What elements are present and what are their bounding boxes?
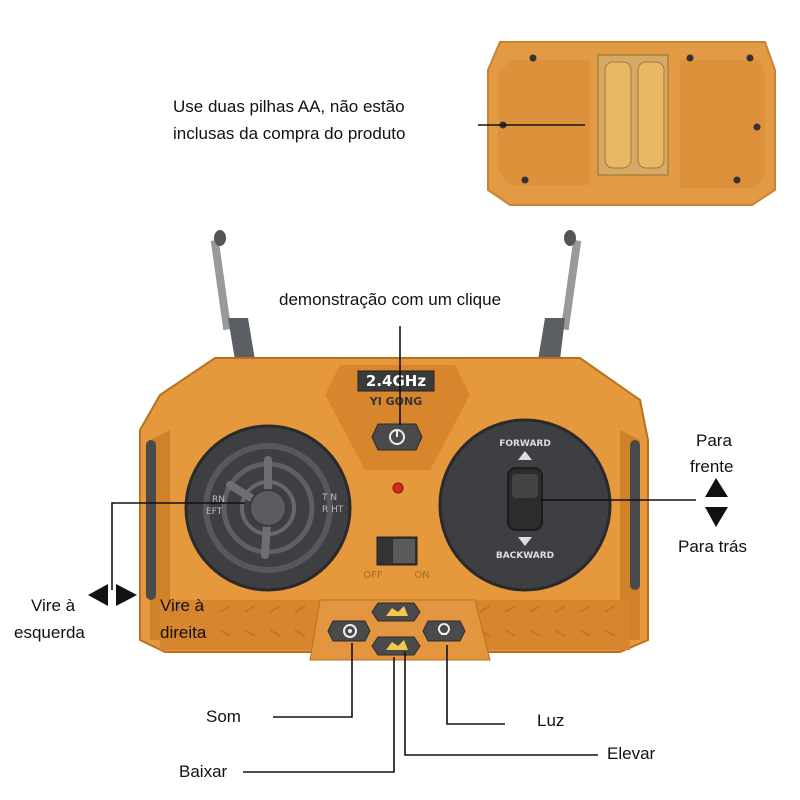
battery-note-line2: inclusas da compra do produto: [173, 124, 406, 143]
svg-text:R HT: R HT: [322, 505, 344, 515]
sound-callout: Som: [206, 707, 241, 726]
left-callout-line1: Vire à: [31, 596, 76, 615]
light-callout: Luz: [537, 711, 565, 730]
raise-button[interactable]: [371, 602, 421, 622]
lower-callout: Baixar: [179, 762, 228, 781]
throttle-stick[interactable]: FORWARD BACKWARD: [438, 418, 612, 592]
forward-arrow-icon: [518, 451, 532, 460]
antennas: [210, 230, 582, 360]
forward-label: FORWARD: [499, 439, 551, 449]
right-arrow-icon: [116, 584, 137, 606]
leader-lines: [111, 124, 696, 773]
right-callout-line2: direita: [160, 623, 207, 642]
lower-button[interactable]: [371, 636, 421, 656]
steering-stick[interactable]: RN EFT T N R HT: [184, 424, 352, 592]
backward-callout: Para trás: [678, 537, 747, 556]
turn-left-label: RN: [212, 495, 225, 505]
battery-compartment: [487, 41, 776, 206]
down-arrow-icon: [705, 507, 728, 527]
demo-label: demonstração com um clique: [279, 290, 502, 309]
backward-label: BACKWARD: [496, 551, 554, 561]
excavator-up-icon: [386, 606, 408, 616]
frequency-text: 2.4GHz: [366, 372, 426, 390]
on-label: ON: [414, 570, 429, 581]
power-switch[interactable]: OFF ON: [363, 536, 430, 581]
forward-callout-line2: frente: [690, 457, 734, 476]
raise-callout: Elevar: [607, 744, 656, 763]
status-led: [392, 482, 404, 494]
excavator-down-icon: [386, 640, 408, 650]
up-arrow-icon: [705, 478, 728, 497]
svg-text:EFT: EFT: [206, 507, 223, 517]
bulb-icon: [437, 623, 450, 635]
demo-button[interactable]: [371, 423, 423, 451]
backward-arrow-icon: [518, 537, 532, 546]
light-button[interactable]: [422, 620, 466, 642]
left-arrow-icon: [88, 584, 108, 606]
sound-icon: [343, 624, 357, 638]
forward-callout-line1: Para: [696, 431, 732, 450]
turn-right-label: T N: [321, 493, 337, 503]
left-callout-line2: esquerda: [14, 623, 85, 642]
brand-text: YI GONG: [369, 395, 423, 408]
battery-note-line1: Use duas pilhas AA, não estão: [173, 97, 405, 116]
sound-button[interactable]: [327, 620, 371, 642]
right-callout-line1: Vire à: [160, 596, 205, 615]
off-label: OFF: [363, 570, 383, 581]
frequency-badge: 2.4GHz YI GONG: [357, 370, 435, 408]
